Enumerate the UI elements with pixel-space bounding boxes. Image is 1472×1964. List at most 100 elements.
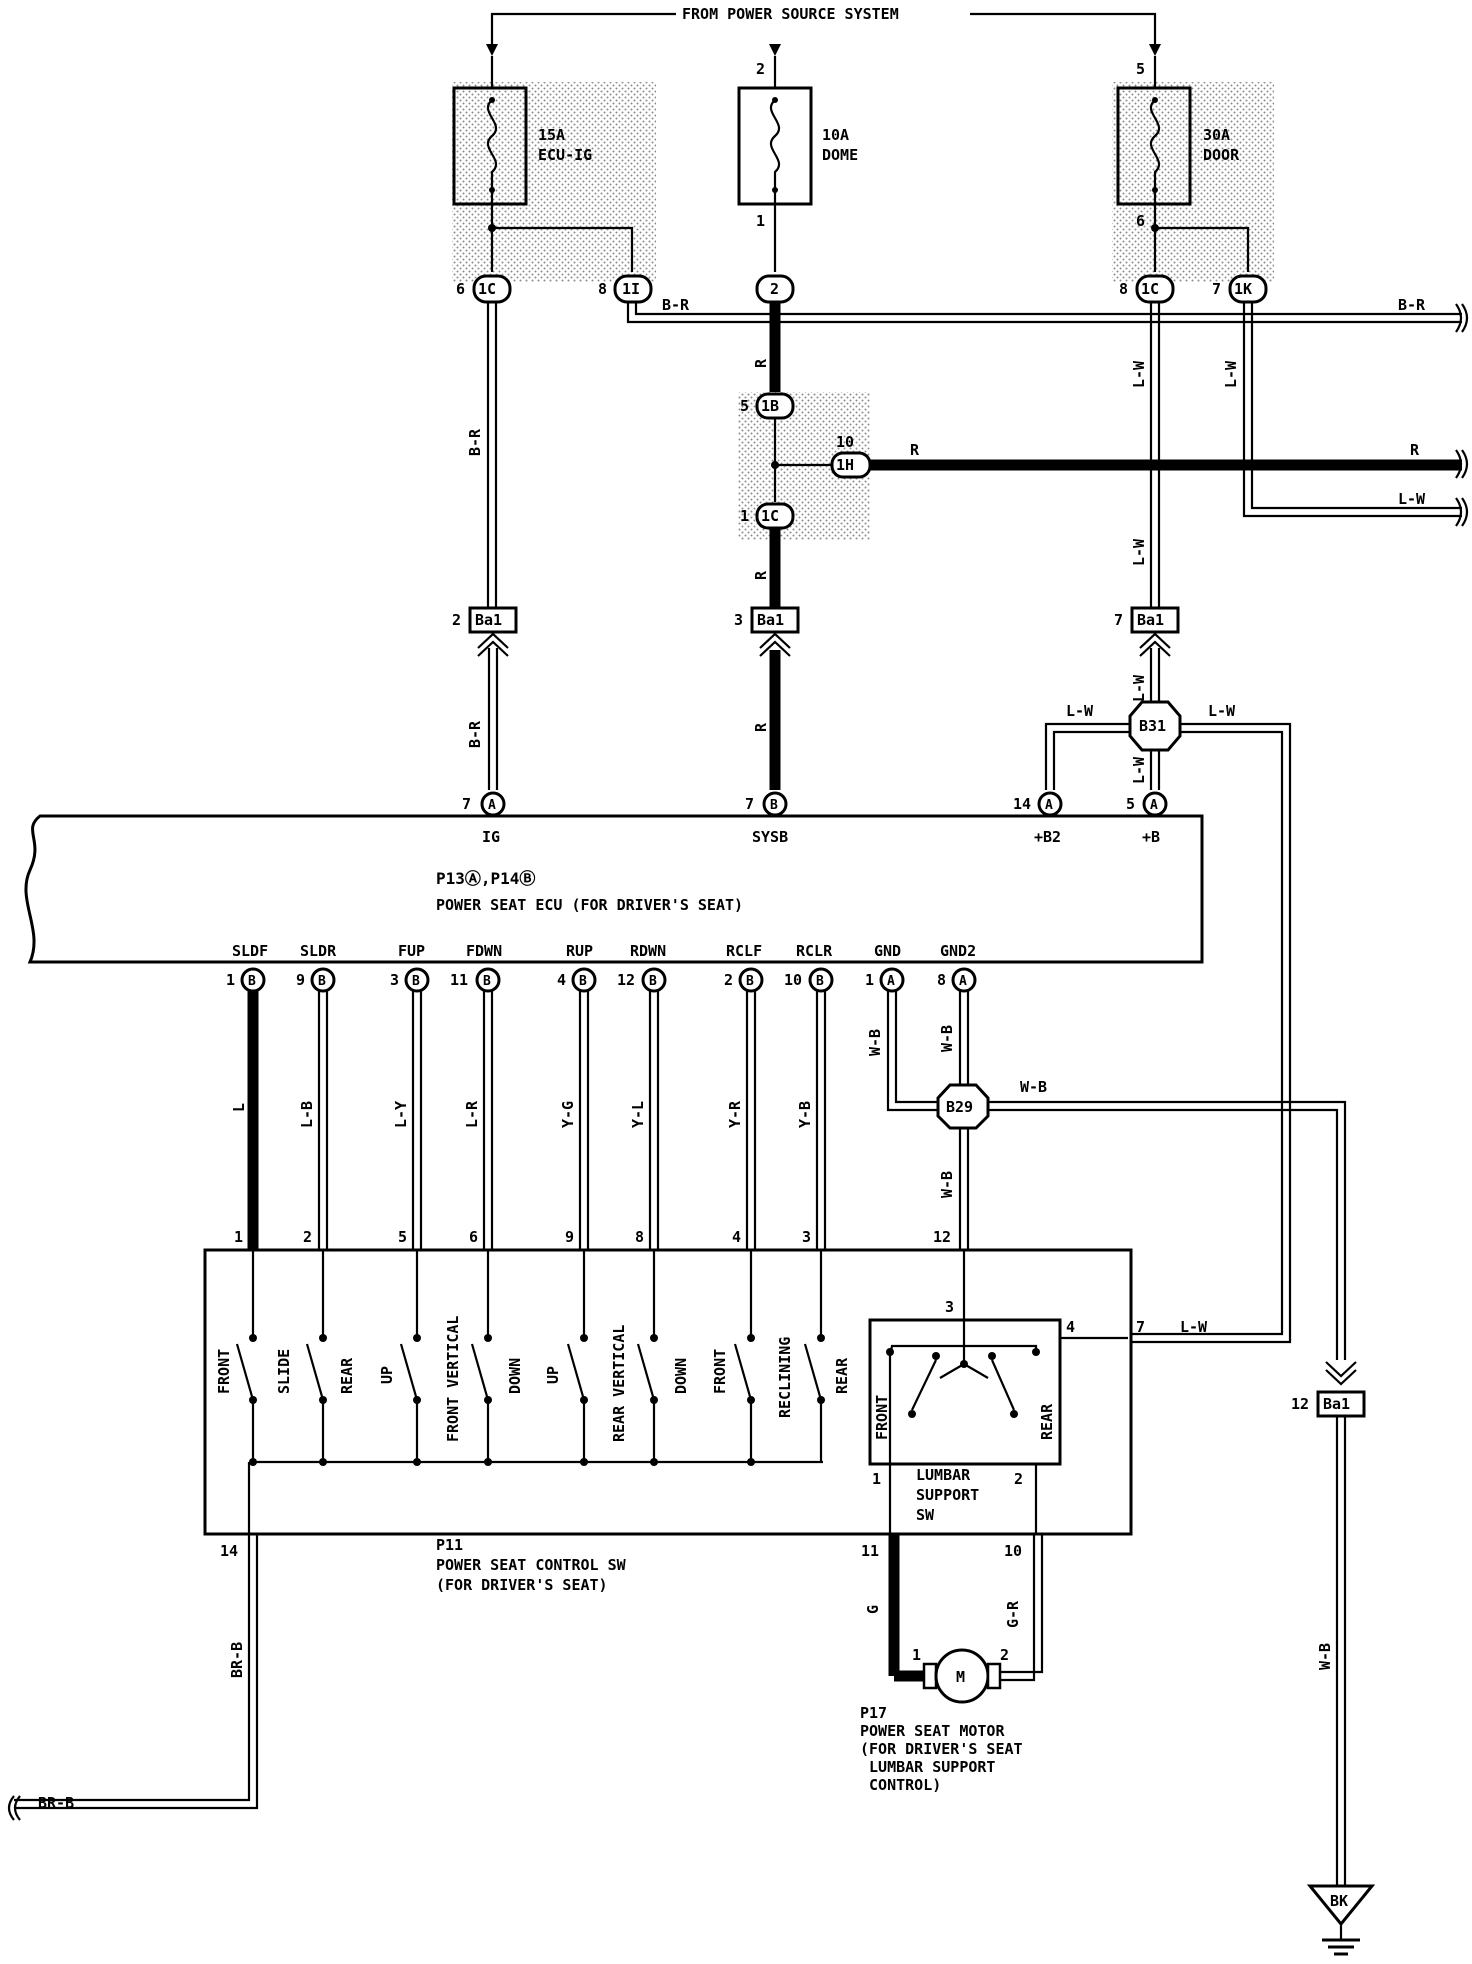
- svg-text:11: 11: [450, 971, 468, 989]
- svg-text:L-B: L-B: [298, 1101, 316, 1128]
- fuse-dome-rating: 10A: [822, 126, 849, 144]
- svg-text:LUMBAR: LUMBAR: [916, 1466, 971, 1484]
- svg-text:RUP: RUP: [566, 942, 593, 960]
- svg-text:W-B: W-B: [938, 1171, 956, 1198]
- fuse-dome-out-pin: 1: [756, 212, 765, 230]
- ecu-bottom-terminals: SLDF B 1 SLDR B 9 FUP B 3 FDWN B 11 RUP …: [226, 942, 977, 993]
- connector-1i: 1I 8: [598, 274, 653, 304]
- svg-text:9: 9: [565, 1228, 574, 1246]
- svg-text:7: 7: [1114, 611, 1123, 629]
- fuse-ecu-ig-name: ECU-IG: [538, 146, 592, 164]
- connector-1c-mid: 1C 1: [740, 502, 795, 530]
- terminal-sysb: B 7 SYSB: [745, 791, 788, 846]
- svg-text:1K: 1K: [1234, 280, 1252, 298]
- svg-text:1B: 1B: [761, 397, 779, 415]
- svg-text:B: B: [318, 974, 326, 989]
- svg-text:1: 1: [872, 1470, 881, 1488]
- svg-text:Ba1: Ba1: [1323, 1395, 1350, 1413]
- fuse-door-name: DOOR: [1203, 146, 1240, 164]
- terminal-rdwn: RDWN B 12: [617, 942, 667, 993]
- svg-text:SLDF: SLDF: [232, 942, 268, 960]
- svg-text:BK: BK: [1330, 1892, 1348, 1910]
- svg-text:REAR: REAR: [1038, 1403, 1056, 1440]
- svg-text:B-R: B-R: [466, 720, 484, 748]
- connector-1k: 1K 7: [1212, 274, 1268, 304]
- svg-text:DOWN: DOWN: [506, 1358, 524, 1394]
- svg-text:6: 6: [469, 1228, 478, 1246]
- svg-text:4: 4: [557, 971, 566, 989]
- svg-text:IG: IG: [482, 828, 500, 846]
- svg-text:1: 1: [234, 1228, 243, 1246]
- svg-text:RECLINING: RECLINING: [776, 1337, 794, 1418]
- svg-text:9: 9: [296, 971, 305, 989]
- svg-text:FRONT: FRONT: [873, 1395, 891, 1440]
- svg-text:B-R: B-R: [466, 428, 484, 456]
- reclining-switch: [733, 1250, 825, 1462]
- svg-text:L-R: L-R: [463, 1100, 481, 1128]
- svg-text:REAR: REAR: [833, 1357, 851, 1394]
- svg-text:SLDR: SLDR: [300, 942, 337, 960]
- lumbar-motor: M 1 2 P17 POWER SEAT MOTOR (FOR DRIVER'S…: [860, 1534, 1044, 1794]
- svg-text:B: B: [412, 974, 420, 989]
- fuse-dome-name: DOME: [822, 146, 858, 164]
- svg-text:1: 1: [740, 507, 749, 525]
- svg-text:W-B: W-B: [938, 1025, 956, 1052]
- svg-text:L-W: L-W: [1130, 674, 1148, 702]
- ecu-title: POWER SEAT ECU (FOR DRIVER'S SEAT): [436, 896, 743, 914]
- front-vertical-switch: [399, 1250, 492, 1462]
- svg-text:12: 12: [933, 1228, 951, 1246]
- svg-text:L-W: L-W: [1066, 702, 1094, 720]
- svg-text:L-W: L-W: [1130, 360, 1148, 388]
- svg-text:2: 2: [770, 280, 779, 298]
- fuse-door-in-pin: 5: [1136, 60, 1145, 78]
- svg-text:W-B: W-B: [866, 1029, 884, 1056]
- svg-text:2: 2: [452, 611, 461, 629]
- svg-text:Ba1: Ba1: [1137, 611, 1164, 629]
- svg-text:4: 4: [1066, 1318, 1075, 1336]
- svg-text:6: 6: [456, 280, 465, 298]
- svg-text:R: R: [1410, 441, 1420, 459]
- svg-text:3: 3: [390, 971, 399, 989]
- svg-text:1: 1: [912, 1646, 921, 1664]
- svg-text:R: R: [752, 358, 770, 368]
- svg-text:R: R: [752, 722, 770, 732]
- svg-text:7: 7: [745, 795, 754, 813]
- fuse-ecu-ig: 15A ECU-IG: [452, 56, 592, 206]
- wire-ends-right: [1455, 303, 1469, 527]
- slide-switch: [235, 1250, 327, 1462]
- svg-text:2: 2: [724, 971, 733, 989]
- svg-text:REAR: REAR: [338, 1357, 356, 1394]
- svg-text:5: 5: [740, 397, 749, 415]
- svg-text:+B2: +B2: [1034, 828, 1061, 846]
- svg-text:B: B: [770, 798, 778, 813]
- svg-text:7: 7: [1136, 1318, 1145, 1336]
- svg-text:DOWN: DOWN: [672, 1358, 690, 1394]
- svg-text:SUPPORT: SUPPORT: [916, 1486, 979, 1504]
- svg-text:10: 10: [784, 971, 802, 989]
- svg-text:SW: SW: [916, 1506, 935, 1524]
- power-source-label: FROM POWER SOURCE SYSTEM: [682, 5, 899, 23]
- connector-ba1-ig: Ba1 2: [452, 606, 518, 634]
- svg-text:L-W: L-W: [1222, 360, 1240, 388]
- svg-text:A: A: [1150, 798, 1158, 813]
- svg-text:3: 3: [802, 1228, 811, 1246]
- connector-ba1-gnd: Ba1 12: [1291, 1390, 1366, 1418]
- svg-text:1C: 1C: [1141, 280, 1159, 298]
- motor-id: P17: [860, 1704, 887, 1722]
- fuse-dome: 2 1 10A DOME: [737, 44, 858, 230]
- svg-text:B31: B31: [1139, 717, 1166, 735]
- svg-text:RCLF: RCLF: [726, 942, 762, 960]
- svg-text:1: 1: [226, 971, 235, 989]
- svg-text:POWER SEAT MOTOR: POWER SEAT MOTOR: [860, 1722, 1005, 1740]
- svg-text:Y-B: Y-B: [796, 1101, 814, 1128]
- svg-text:B-R: B-R: [1398, 296, 1426, 314]
- rear-vertical-switch: [566, 1250, 658, 1462]
- svg-text:10: 10: [836, 433, 854, 451]
- svg-text:3: 3: [734, 611, 743, 629]
- svg-text:GND: GND: [874, 942, 901, 960]
- svg-text:W-B: W-B: [1020, 1078, 1047, 1096]
- svg-text:RDWN: RDWN: [630, 942, 666, 960]
- terminal-rclr: RCLR B 10: [784, 942, 834, 993]
- mid-wiring: [477, 632, 1292, 1344]
- svg-text:B-R: B-R: [662, 296, 690, 314]
